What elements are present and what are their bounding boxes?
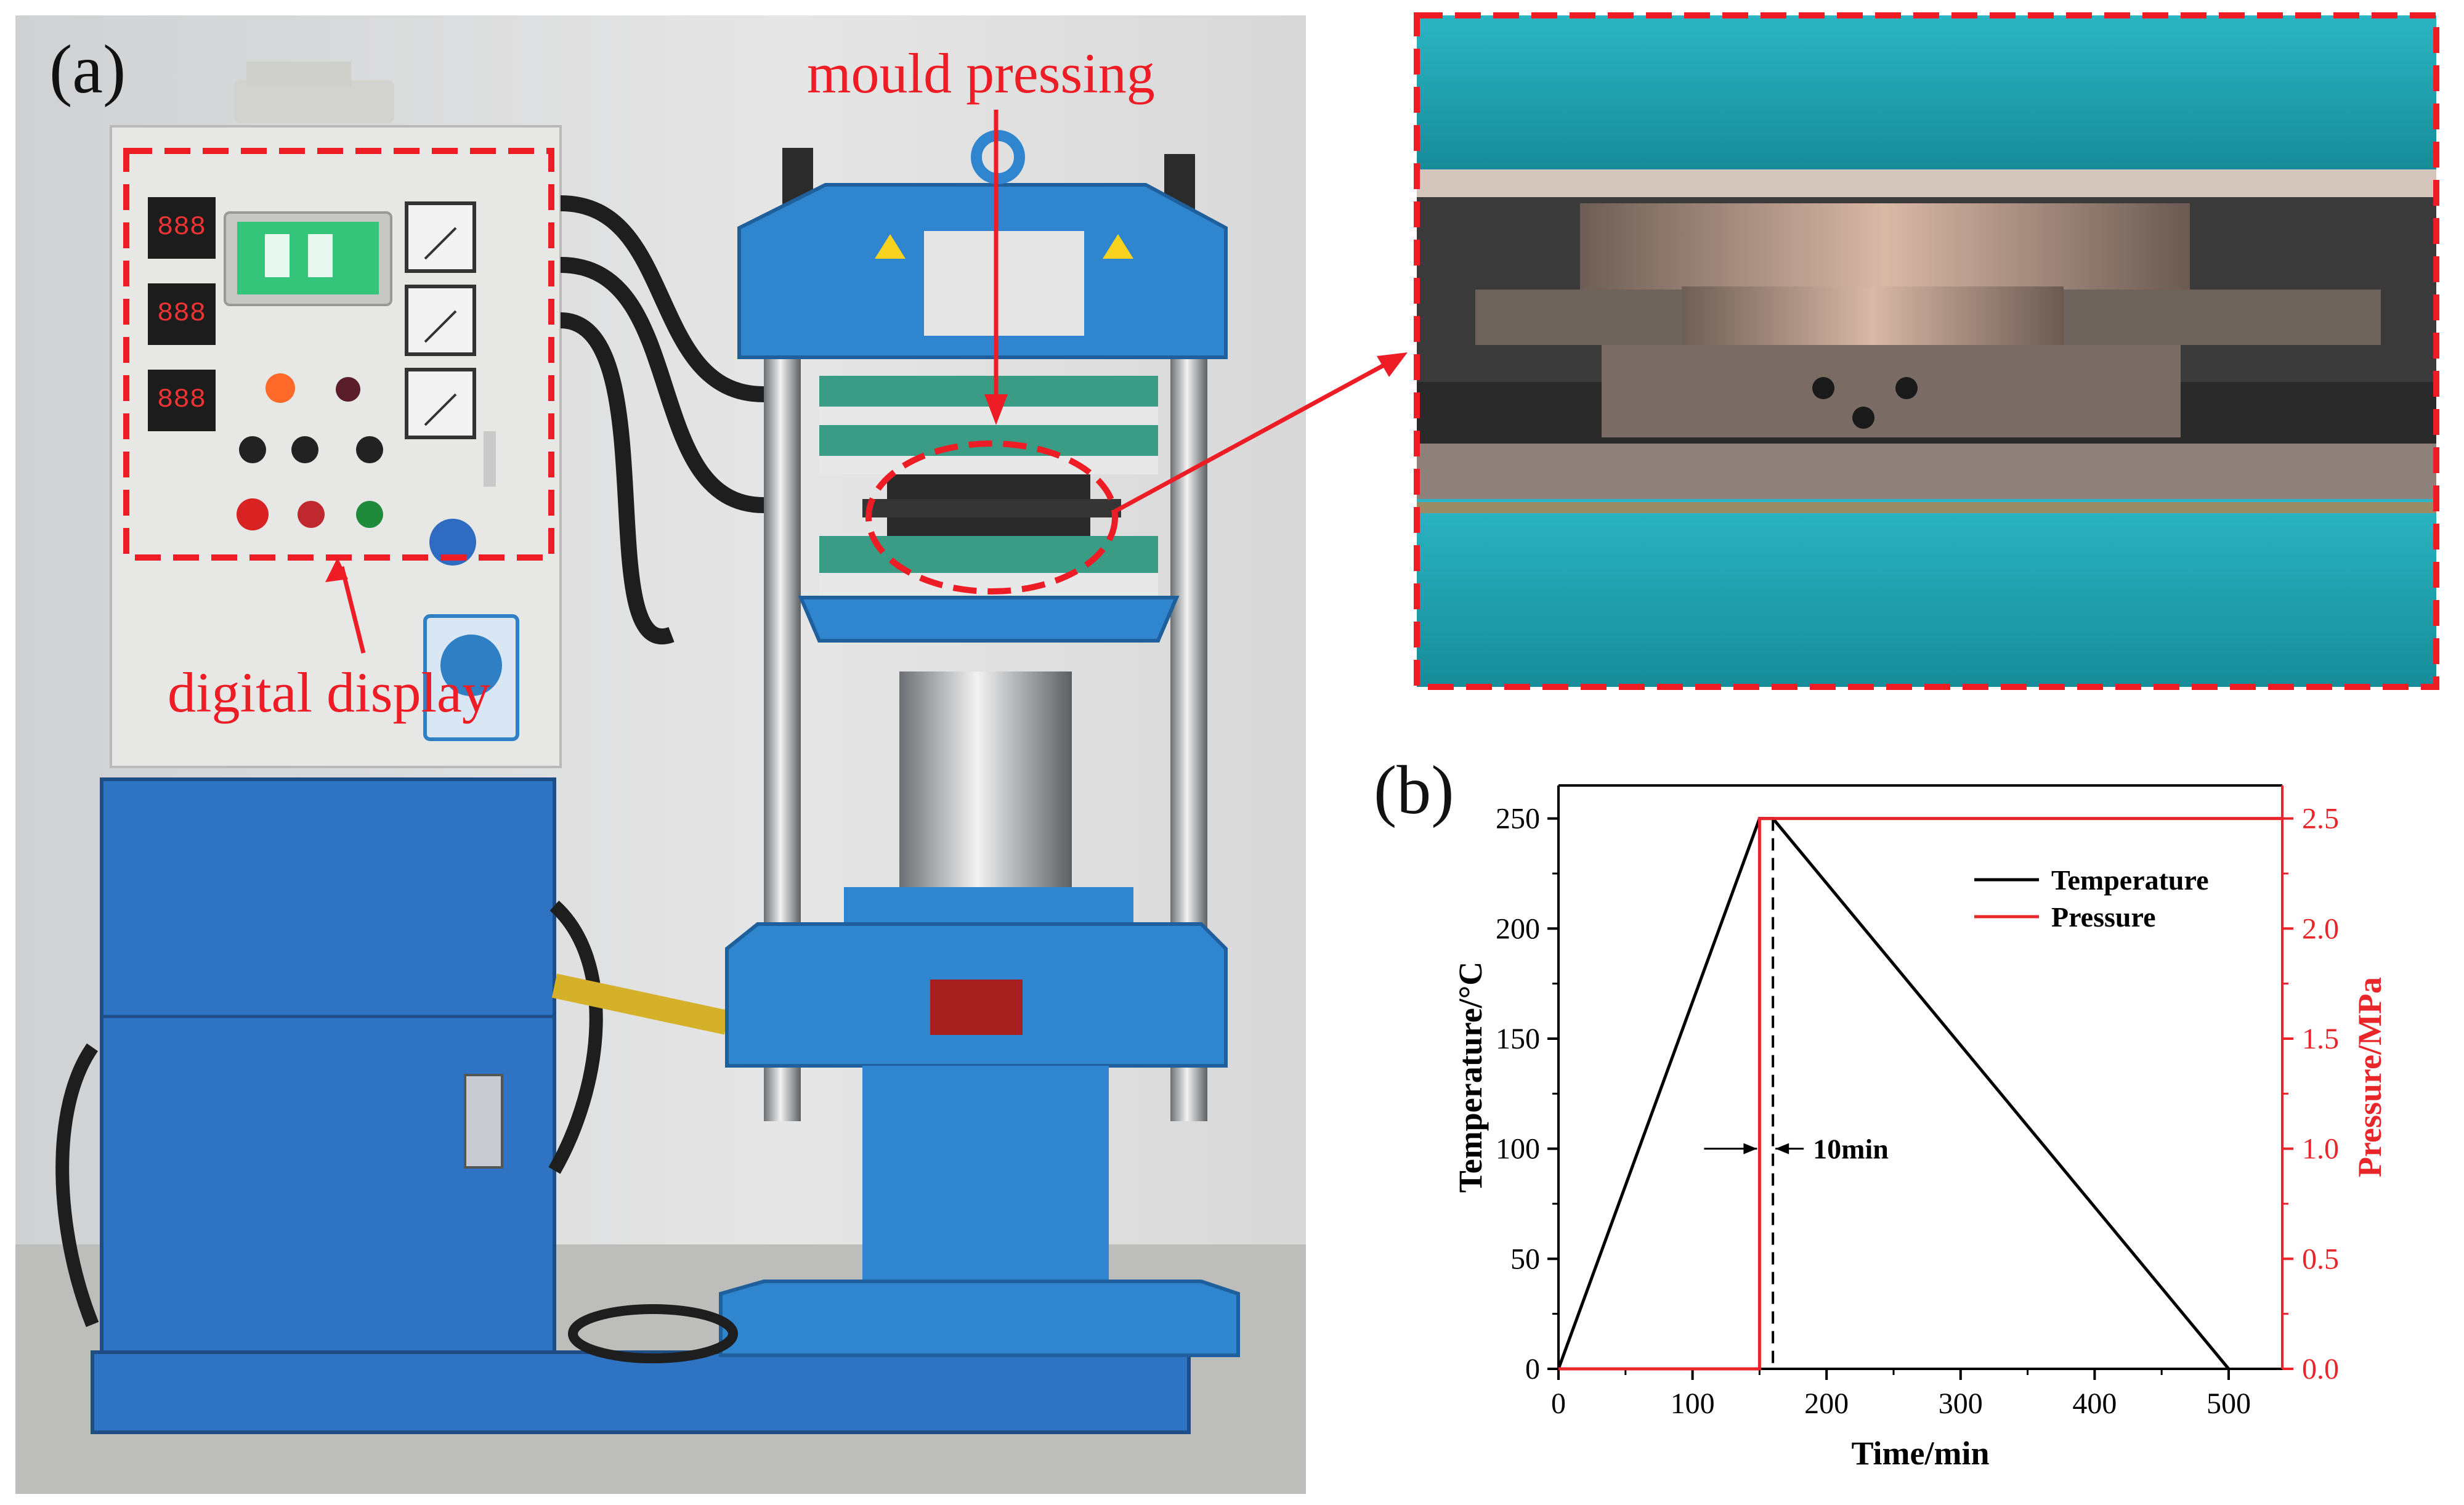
x-tick-label: 0 [1551,1387,1566,1420]
y-right-tick-label: 1.0 [2302,1133,2339,1166]
panel-a-photo: 888 888 888 [15,15,1306,1494]
y-tick-label: 0 [1525,1353,1540,1385]
x-tick-label: 400 [2072,1387,2117,1420]
y-axis-title: Temperature/°C [1452,962,1489,1193]
svg-text:888: 888 [157,298,206,329]
temperature-controllers: 888 888 888 [148,197,216,431]
legend-label: Pressure [2051,901,2156,933]
y-right-tick-label: 2.0 [2302,912,2339,945]
panel-a-annotations: (a) digital display mould pressing [49,31,1408,724]
closeup-frame [1414,12,2439,690]
svg-text:888: 888 [157,384,206,415]
mould-pressing-caption: mould pressing [807,42,1155,105]
y-right-axis-title: Pressure/MPa [2351,977,2388,1177]
y-right-tick-label: 0.0 [2302,1353,2339,1385]
legend-label: Temperature [2051,864,2209,896]
x-tick-label: 300 [1939,1387,1983,1420]
mould-closeup-photo [1414,12,2439,690]
y-tick-label: 250 [1496,803,1540,835]
y-tick-label: 150 [1496,1023,1540,1055]
y-tick-label: 200 [1496,912,1540,945]
y-tick-label: 100 [1496,1133,1540,1166]
panel-b-chart: (b) 0 100 200 300 400 500 0 50 100 150 200 250 0.0 0.… [1374,752,2388,1472]
y-right-tick-label: 0.5 [2302,1243,2339,1275]
analog-meters [405,201,476,439]
lower-cabinet [100,777,556,1354]
x-axis-title: Time/min [1851,1435,1989,1472]
y-right-tick-label: 2.5 [2302,803,2339,835]
svg-text:888: 888 [157,212,206,243]
annotation-label: 10min [1813,1134,1889,1165]
panel-b-label: (b) [1374,752,1454,829]
y-right-tick-label: 1.5 [2302,1023,2339,1055]
mould-highlight-ellipse [865,440,1118,594]
annotation-arrowhead-right [1775,1143,1789,1154]
annotation-arrowhead-left [1743,1143,1757,1154]
series-line-pressure [1558,817,2282,1371]
x-tick-label: 100 [1671,1387,1715,1420]
x-tick-label: 500 [2207,1387,2251,1420]
y-tick-label: 50 [1510,1243,1540,1275]
digital-display-box [123,148,554,561]
x-tick-label: 200 [1804,1387,1849,1420]
panel-a-label: (a) [49,31,126,108]
digital-display-caption: digital display [168,661,490,724]
